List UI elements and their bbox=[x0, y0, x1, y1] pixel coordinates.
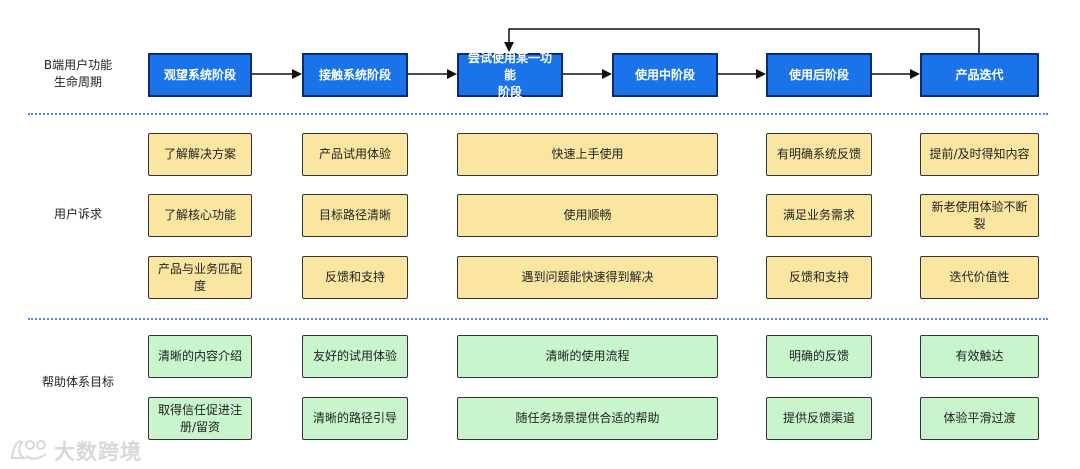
help-smooth-transition: 体验平滑过渡 bbox=[920, 397, 1039, 440]
need-feedback-support-1: 反馈和支持 bbox=[302, 256, 408, 299]
watermark: 大数跨境 bbox=[8, 434, 148, 464]
need-trial-experience: 产品试用体验 bbox=[302, 133, 408, 176]
section-divider-bottom bbox=[28, 318, 1048, 320]
lifecycle-row-label: B端用户功能 生命周期 bbox=[43, 58, 113, 89]
stage-in-use: 使用中阶段 bbox=[612, 53, 718, 97]
need-system-feedback: 有明确系统反馈 bbox=[766, 133, 872, 176]
need-understand-core: 了解核心功能 bbox=[148, 194, 252, 237]
need-business-requirement: 满足业务需求 bbox=[766, 194, 872, 237]
stage-after-use: 使用后阶段 bbox=[766, 53, 872, 97]
help-effective-reach: 有效触达 bbox=[920, 335, 1039, 378]
watermark-logo-icon bbox=[10, 440, 47, 460]
need-quick-resolve: 遇到问题能快速得到解决 bbox=[457, 256, 718, 299]
help-contextual-help: 随任务场景提供合适的帮助 bbox=[457, 397, 718, 440]
help-clear-intro: 清晰的内容介绍 bbox=[148, 335, 252, 378]
need-business-fit: 产品与业务匹配度 bbox=[148, 256, 252, 299]
need-timely-content: 提前/及时得知内容 bbox=[920, 133, 1039, 176]
help-clear-feedback: 明确的反馈 bbox=[766, 335, 872, 378]
needs-row-label: 用户诉求 bbox=[53, 207, 102, 221]
need-quick-start: 快速上手使用 bbox=[457, 133, 718, 176]
help-row-label: 帮助体系目标 bbox=[41, 375, 114, 389]
section-divider-top bbox=[28, 113, 1048, 115]
stage-observe: 观望系统阶段 bbox=[148, 53, 252, 97]
need-continuous-experience: 新老使用体验不断裂 bbox=[920, 194, 1039, 237]
help-build-trust: 取得信任促进注 册/留资 bbox=[148, 397, 252, 440]
feedback-loop-arrow bbox=[504, 28, 980, 53]
help-friendly-trial: 友好的试用体验 bbox=[302, 335, 408, 378]
need-clear-path: 目标路径清晰 bbox=[302, 194, 408, 237]
help-usage-flow: 清晰的使用流程 bbox=[457, 335, 718, 378]
stage-contact: 接触系统阶段 bbox=[302, 53, 408, 97]
help-feedback-channel: 提供反馈渠道 bbox=[766, 397, 872, 440]
help-path-guidance: 清晰的路径引导 bbox=[302, 397, 408, 440]
need-smooth-use: 使用顺畅 bbox=[457, 194, 718, 237]
need-iteration-value: 迭代价值性 bbox=[920, 256, 1039, 299]
need-feedback-support-2: 反馈和支持 bbox=[766, 256, 872, 299]
stage-try-feature: 尝试使用某一功能 阶段 bbox=[457, 51, 563, 99]
need-understand-solution: 了解解决方案 bbox=[148, 133, 252, 176]
watermark-text: 大数跨境 bbox=[54, 440, 142, 464]
stage-iteration: 产品迭代 bbox=[920, 53, 1039, 97]
